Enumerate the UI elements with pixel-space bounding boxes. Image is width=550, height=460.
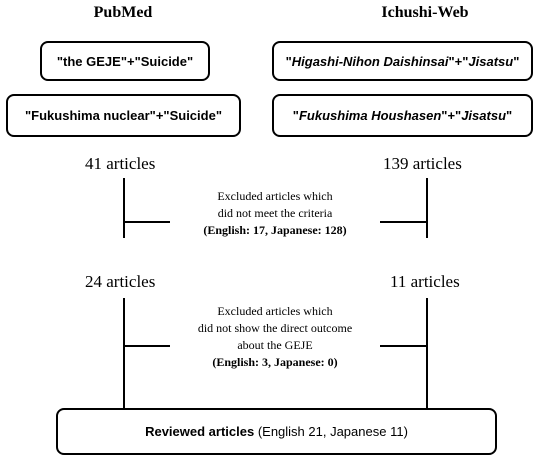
pubmed-title: PubMed [93,4,153,21]
pubmed-flow-line-2 [123,298,125,408]
reviewed-articles-counts: (English 21, Japanese 11) [254,424,408,439]
term-fukushima-houshasen: Fukushima Houshasen [298,108,442,123]
term-jisatsu: Jisatsu [468,53,514,69]
reviewed-articles-box: Reviewed articles (English 21, Japanese … [56,408,497,455]
ichushi-exclusion-branch-2 [380,345,428,347]
quote-close: " [513,53,520,69]
exclusion-2-counts: (English: 3, Japanese: 0) [212,355,338,369]
exclusion-2-line-3: about the GEJE [237,338,313,352]
term-jisatsu: Jisatsu [461,108,507,123]
pubmed-exclusion-branch-2 [123,345,170,347]
term-higashi-nihon-daishinsai: Higashi-Nihon Daishinsai [291,53,449,69]
exclusion-note-2: Excluded articles which did not show the… [170,303,380,371]
ichushi-search-term-2: "Fukushima Houshasen"+"Jisatsu" [272,94,533,137]
plus-joiner: "+" [441,108,462,123]
quote-close: " [506,108,513,123]
pubmed-exclusion-branch-1 [123,221,170,223]
quote-open: " [285,53,292,69]
ichushi-exclusion-branch-1 [380,221,428,223]
exclusion-1-counts: (English: 17, Japanese: 128) [203,223,347,237]
pubmed-initial-count: 41 articles [85,154,156,173]
ichushi-initial-count: 139 articles [383,154,462,173]
plus-joiner: "+" [448,53,469,69]
reviewed-articles-label: Reviewed articles [145,424,255,439]
ichushi-flow-line-1 [426,178,428,238]
ichushi-flow-line-2 [426,298,428,408]
exclusion-2-line-1: Excluded articles which [217,304,333,318]
ichushi-web-title: Ichushi-Web [381,4,469,21]
pubmed-flow-line-1 [123,178,125,238]
ichushi-search-term-1: "Higashi-Nihon Daishinsai"+"Jisatsu" [272,41,533,81]
exclusion-note-1: Excluded articles which did not meet the… [170,188,380,239]
quote-open: " [292,108,299,123]
pubmed-after-count: 24 articles [85,272,156,291]
ichushi-after-count: 11 articles [390,272,460,291]
exclusion-1-line-1: Excluded articles which [217,189,333,203]
exclusion-1-line-2: did not meet the criteria [217,206,333,220]
pubmed-search-term-1: "the GEJE"+"Suicide" [40,41,210,81]
exclusion-2-line-2: did not show the direct outcome [197,321,353,335]
pubmed-search-term-2: "Fukushima nuclear"+"Suicide" [6,94,241,137]
